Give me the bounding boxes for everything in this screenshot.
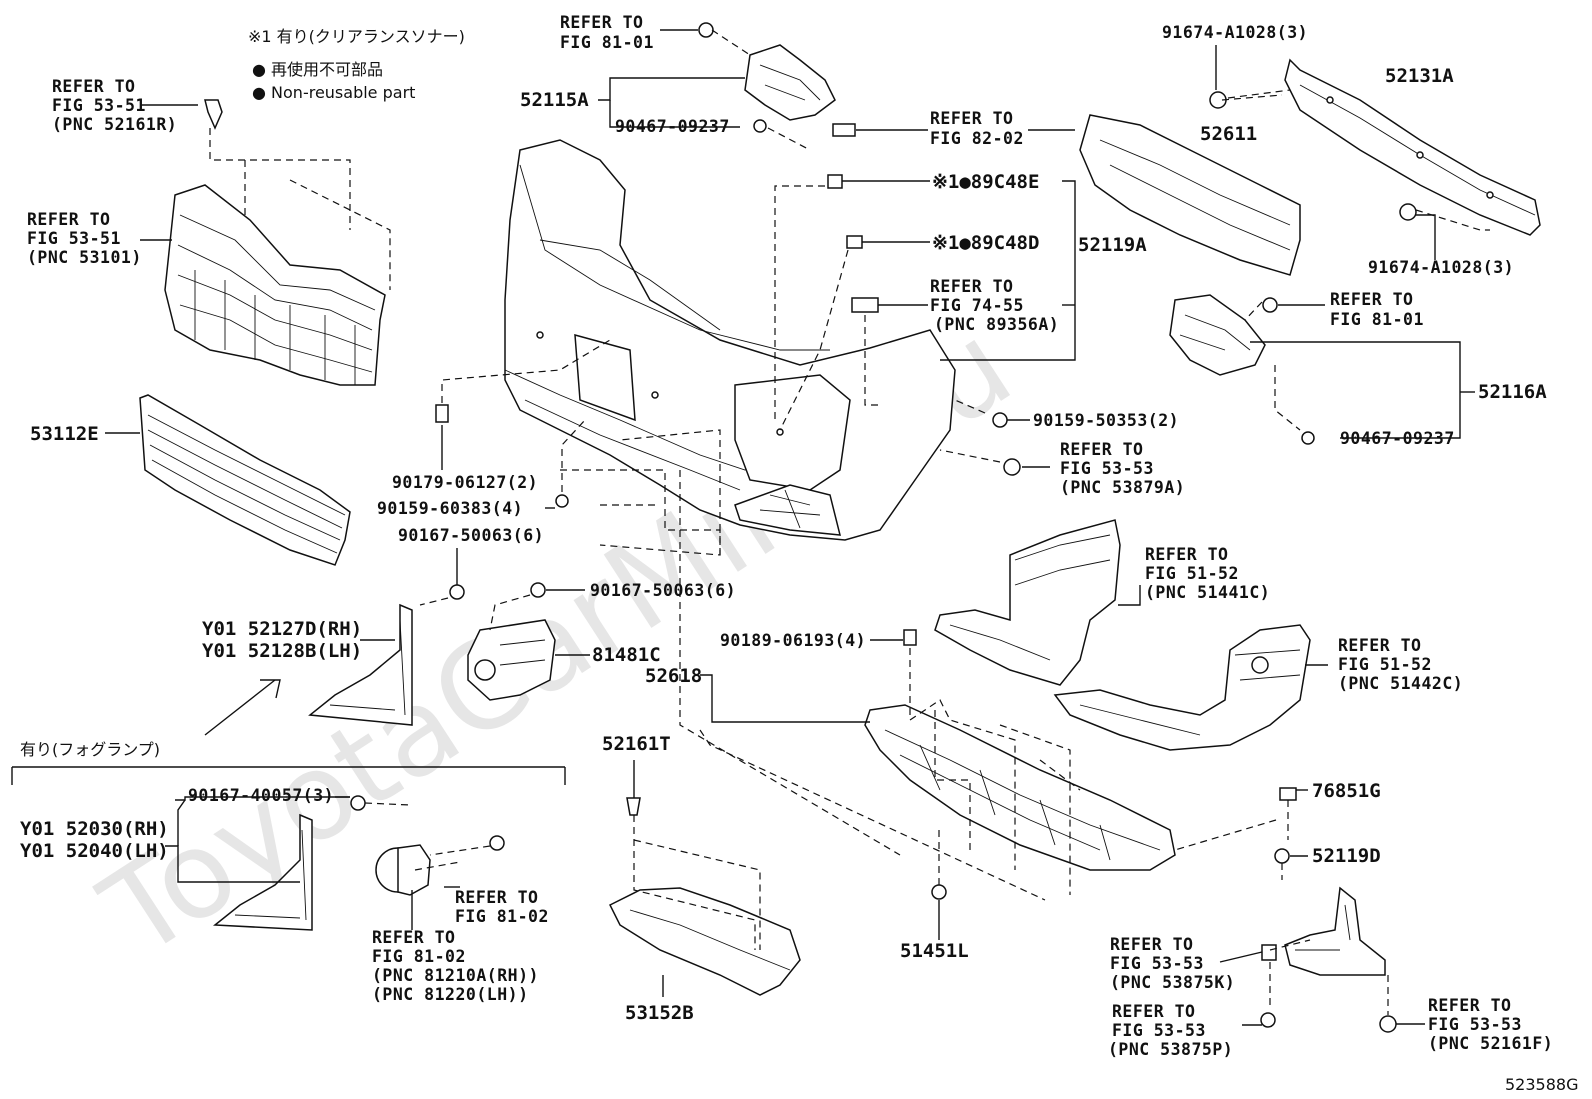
label-91674-b: 91674-A1028(3) [1368,258,1514,277]
label-52115A: 52115A [520,89,589,111]
label-89C48D: ※1●89C48D [932,232,1039,254]
label-53112E: 53112E [30,423,99,445]
label-52127D: Y01 52127D(RH) [202,618,362,640]
fog-lamp-drawing [375,844,431,896]
leader-lines [11,29,1475,1026]
label-90467-right: 90467-09237 [1340,429,1455,448]
label-52161T: 52161T [602,733,671,755]
label-51451L: 51451L [900,940,969,962]
note-clearance-sonar: ※1 有り(クリアランスソナー) [248,27,465,46]
label-52116A: 52116A [1478,381,1547,403]
label-90167-50063-b: 90167-50063(6) [590,581,736,600]
label-52618: 52618 [645,665,702,687]
bumper-cover-drawing [504,139,956,541]
label-89C48E: ※1●89C48E [932,171,1039,193]
note-fog-lamp: 有り(フォグランプ) [20,740,160,759]
bracket-52115A-drawing [744,44,836,121]
notes: ※1 有り(クリアランスソナー) ● 再使用不可部品 ● Non-reusabl… [20,27,1578,1094]
label-90179: 90179-06127(2) [392,473,538,492]
fog-cover-52127D-drawing [308,603,413,726]
label-53152B: 53152B [625,1002,694,1024]
label-52040: Y01 52040(LH) [20,840,169,862]
fender-liner-drawing [1284,886,1386,976]
label-76851G: 76851G [1312,780,1381,802]
fasteners-drawing [204,22,1417,1033]
fog-bracket-81481C-drawing [467,619,556,701]
label-91674-a: 91674-A1028(3) [1162,23,1308,42]
label-52119D: 52119D [1312,845,1381,867]
label-52030: Y01 52030(RH) [20,818,169,840]
fog-cover-52030-drawing [212,813,313,931]
lower-spoiler-drawing [608,887,801,996]
upper-grille-drawing [164,184,386,386]
label-90467-top: 90467-09237 [615,117,730,136]
figure-id: 523588G [1505,1075,1578,1094]
label-81481C: 81481C [592,644,661,666]
undercover-52618-drawing [864,704,1176,871]
label-90167-50063-a: 90167-50063(6) [398,526,544,545]
energy-absorber-drawing [1079,114,1301,276]
bracket-52116A-drawing [1169,294,1266,376]
engine-undercover-lh-drawing [1053,624,1311,751]
lower-grille-drawing [139,394,351,566]
engine-undercover-rh-drawing [934,519,1121,686]
label-52128B: Y01 52128B(LH) [202,640,362,662]
bumper-reinforcement-drawing [1284,58,1541,236]
label-90159-50353: 90159-50353(2) [1033,411,1179,430]
label-90159-60383: 90159-60383(4) [377,499,523,518]
label-52131A: 52131A [1385,65,1454,87]
label-90167-40057: 90167-40057(3) [188,786,334,805]
note-non-reusable-en: ● Non-reusable part [252,83,415,102]
label-52611: 52611 [1200,123,1257,145]
dashed-lines [209,29,1490,1015]
note-non-reusable-jp: ● 再使用不可部品 [252,60,383,79]
label-52119A: 52119A [1078,234,1147,256]
label-90189: 90189-06193(4) [720,631,866,650]
